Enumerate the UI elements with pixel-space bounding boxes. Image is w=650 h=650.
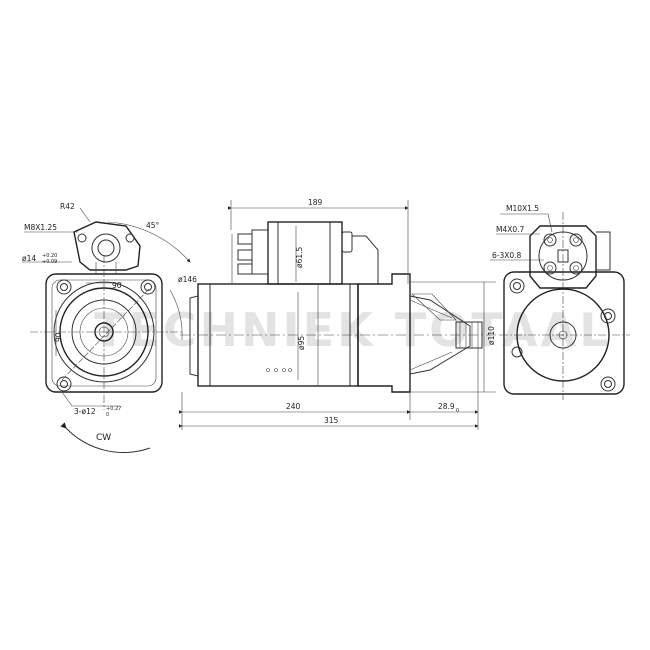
label-holes-tol-top: +0.27 <box>106 406 121 412</box>
label-d14: ø14 <box>22 254 36 263</box>
solenoid <box>267 221 343 285</box>
label-holes: 3-ø12 <box>74 407 96 416</box>
label-d146: ø146 <box>178 275 197 284</box>
label-cw: CW <box>96 433 111 443</box>
label-d14-tol-top: +0.20 <box>42 253 57 259</box>
label-r42: R42 <box>60 202 75 211</box>
label-189: 189 <box>308 198 323 207</box>
label-d95: ø95 <box>297 336 306 350</box>
label-240: 240 <box>286 402 301 411</box>
label-holes-tol-bottom: 0 <box>106 412 109 418</box>
label-d61: ø61.5 <box>295 246 304 268</box>
rotation-arrow-icon <box>60 422 151 453</box>
watermark: TECHNIEK TOTAAL <box>94 303 612 357</box>
label-angle: 45° <box>146 221 160 230</box>
label-28: 28.9 <box>438 402 455 411</box>
label-m10: M10X1.5 <box>506 204 539 213</box>
label-90-h: 90 <box>112 281 122 290</box>
rear-view: M10X1.5 M4X0.7 6-3X0.8 <box>490 204 630 400</box>
label-tab: 6-3X0.8 <box>492 251 522 260</box>
label-m8: M8X1.25 <box>24 223 57 232</box>
label-d14-tol-bottom: +0.09 <box>42 259 57 265</box>
label-28-tol: 0 <box>456 408 459 414</box>
terminal-icon <box>231 229 269 284</box>
front-view: R42 M8X1.25 ø14 +0.20 +0.09 45° ø146 90 … <box>22 202 197 453</box>
mounting-hole-icon <box>56 279 156 392</box>
rear-flange <box>503 271 625 395</box>
label-d110: ø110 <box>487 326 496 345</box>
side-view: 189 ø61.5 ø95 ø110 240 315 28.9 0 <box>179 198 500 430</box>
label-m4: M4X0.7 <box>496 225 525 234</box>
terminal-stud-icon <box>543 233 583 275</box>
label-315: 315 <box>324 416 339 425</box>
label-90-v: 90 <box>54 332 63 342</box>
